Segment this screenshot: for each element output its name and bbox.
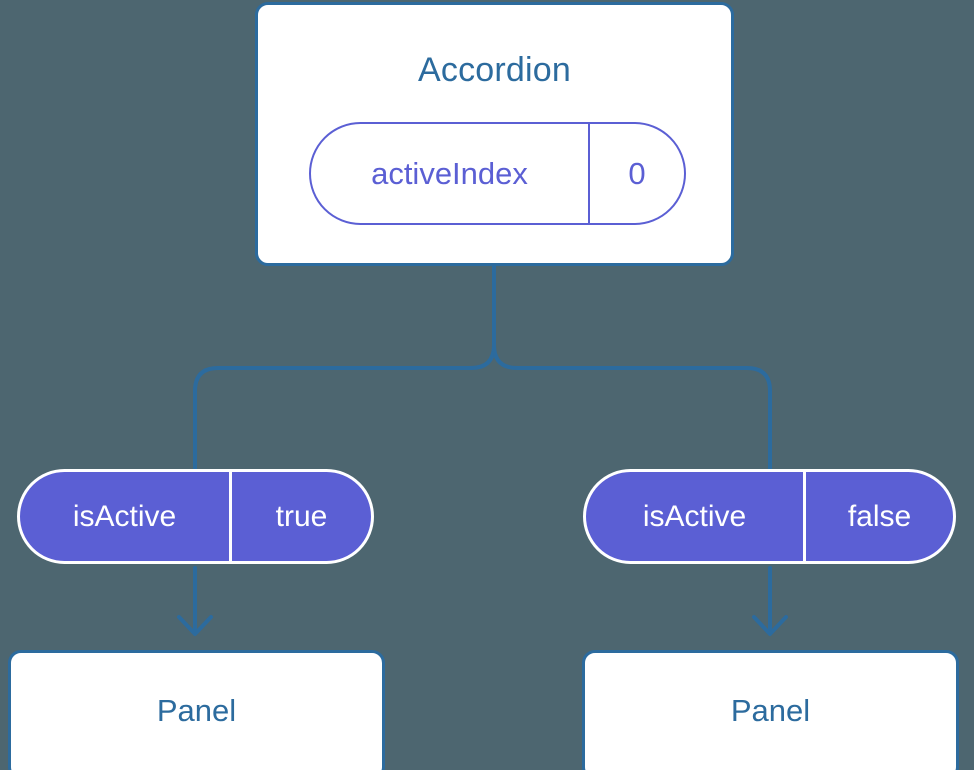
panel-card-right[interactable]: Panel — [582, 650, 959, 770]
state-value-label: 0 — [628, 155, 646, 191]
accordion-component-card[interactable]: Accordion activeIndex 0 — [255, 2, 734, 266]
prop-pill-is-active-false[interactable]: isActive false — [583, 469, 956, 564]
panel-title-right: Panel — [730, 693, 811, 728]
prop-key-label-right: isActive — [586, 472, 806, 561]
arrowhead-left-icon — [177, 615, 213, 636]
panel-title-left: Panel — [156, 693, 237, 728]
prop-value-label-left: true — [275, 499, 328, 533]
accordion-title: Accordion — [418, 51, 571, 89]
panel-card-left[interactable]: Panel — [8, 650, 385, 770]
connector-root-to-left-prop — [193, 264, 496, 472]
arrow-right-prop-to-panel — [752, 566, 788, 636]
state-key-label: activeIndex — [311, 124, 590, 223]
arrowhead-right-icon — [752, 615, 788, 636]
connector-root-to-right-prop — [492, 264, 772, 472]
state-pill-active-index[interactable]: activeIndex 0 — [309, 122, 686, 225]
prop-value-label-right: false — [847, 499, 912, 533]
arrow-left-prop-to-panel — [177, 566, 213, 636]
prop-pill-is-active-true[interactable]: isActive true — [17, 469, 374, 564]
prop-key-label-left: isActive — [20, 472, 232, 561]
